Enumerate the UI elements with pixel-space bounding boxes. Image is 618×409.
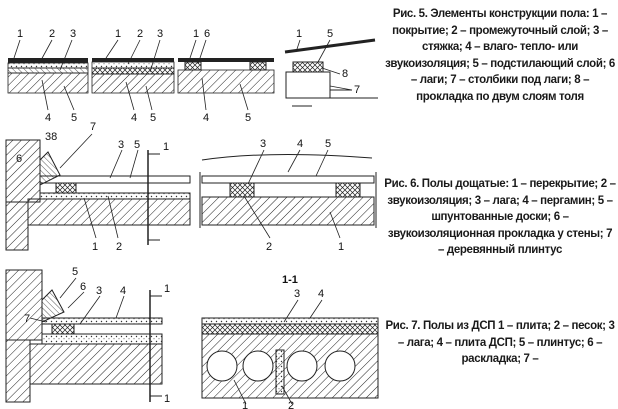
callout-label: 2: [137, 28, 143, 40]
callout-label: 6: [80, 281, 86, 293]
callout-label: 7: [24, 313, 30, 325]
callout-label: 2: [49, 28, 55, 40]
callout-label: 1: [115, 28, 121, 40]
callout-label: 5: [150, 112, 156, 124]
callout-label: 1: [164, 393, 170, 405]
callout-label: 4: [318, 288, 324, 300]
callout-label: 7: [354, 84, 360, 96]
figure-5-caption: Рис. 5. Элементы конструкции пола: 1 – п…: [385, 8, 615, 103]
figure-6-caption: Рис. 6. Полы дощатые: 1 – перекрытие; 2 …: [384, 178, 616, 257]
callout-label: 1: [193, 28, 199, 40]
figure-7-drawing: 5 6 3 4 7 1 1 3 4 1 2 1-1: [5, 266, 379, 409]
figure-7-caption: Рис. 7. Полы из ДСП 1 – плита; 2 – песок…: [385, 320, 615, 366]
callout-label: 5: [71, 112, 77, 124]
callout-label: 3: [70, 28, 76, 40]
technical-drawing: 1 2 3 1 2 3 1 6 1 5 4 5 4 5 4 5 8 7: [5, 28, 379, 409]
callout-label: 4: [297, 138, 303, 150]
callout-label: 1: [164, 283, 170, 295]
callout-label: 1: [163, 141, 169, 153]
callout-label: 5: [327, 28, 333, 40]
callout-label: 5: [245, 112, 251, 124]
callout-label: 2: [116, 241, 122, 253]
callout-label: 8: [342, 68, 348, 80]
callout-label: 3: [96, 285, 102, 297]
callout-label: 5: [72, 266, 78, 278]
callout-label: 7: [90, 121, 96, 133]
callout-label: 4: [203, 112, 209, 124]
callout-label: 3: [118, 139, 124, 151]
callout-label: 38: [45, 131, 57, 143]
callout-label: 5: [134, 139, 140, 151]
callout-label: 4: [120, 285, 126, 297]
callout-label: 4: [131, 112, 137, 124]
callout-label: 1: [92, 241, 98, 253]
callout-label: 3: [157, 28, 163, 40]
section-label: 1-1: [282, 274, 298, 286]
callout-label: 2: [266, 241, 272, 253]
callout-label: 1: [242, 400, 248, 409]
callout-label: 2: [288, 400, 294, 409]
callout-label: 3: [294, 288, 300, 300]
callout-label: 4: [45, 112, 51, 124]
callout-label: 1: [296, 28, 302, 40]
callout-label: 5: [325, 138, 331, 150]
figure-5-drawing: 1 2 3 1 2 3 1 6 1 5 4 5 4 5 4 5 8 7: [7, 28, 378, 124]
callout-label: 6: [16, 153, 22, 165]
callout-label: 6: [204, 28, 210, 40]
callout-label: 1: [17, 28, 23, 40]
callout-label: 3: [260, 138, 266, 150]
callout-label: 1: [338, 241, 344, 253]
figure-6-drawing: 38 7 6 3 5 1 1 2 3 4 5 2 1: [5, 121, 377, 253]
